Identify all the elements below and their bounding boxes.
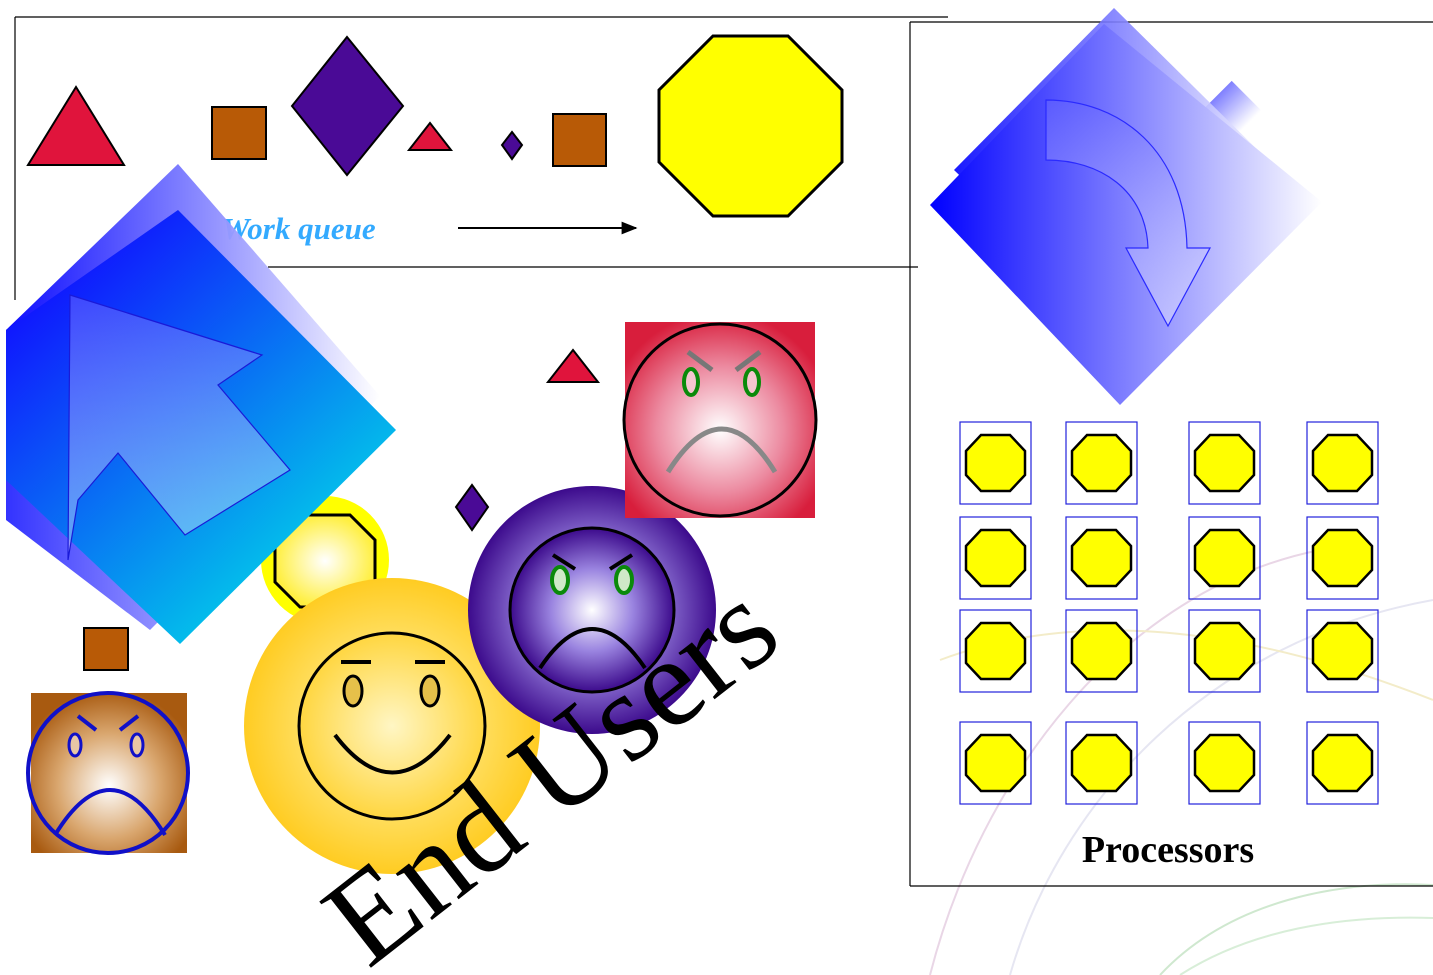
processor	[959, 721, 1032, 805]
angry-red-user-face	[622, 322, 818, 518]
processor	[1306, 421, 1379, 505]
angry-purple-user-face	[468, 486, 716, 734]
user-triangle	[545, 348, 601, 383]
up-arrow-icon	[67, 294, 291, 561]
angry-brown-user-face	[26, 691, 190, 855]
queue-diamond-large	[290, 35, 405, 177]
work-queue-items	[26, 34, 844, 218]
queue-octagon	[657, 34, 844, 218]
processor	[1188, 516, 1261, 600]
processor	[1188, 721, 1261, 805]
processor	[959, 516, 1032, 600]
processor	[959, 421, 1032, 505]
processor	[1188, 421, 1261, 505]
processors-label: Processors	[1082, 829, 1254, 871]
processor	[1306, 609, 1379, 693]
processor	[1065, 721, 1138, 805]
curved-arrow-icon	[1045, 99, 1212, 328]
processor	[1188, 609, 1261, 693]
queue-diamond-small	[500, 130, 524, 161]
user-square	[83, 627, 129, 671]
user-diamond	[454, 483, 490, 532]
processor	[1306, 721, 1379, 805]
processor	[959, 609, 1032, 693]
happy-user-face	[244, 578, 540, 874]
queue-square-2	[552, 113, 607, 167]
processor-grid	[959, 421, 1379, 805]
queue-triangle-large	[26, 85, 126, 166]
user-items	[83, 348, 601, 671]
processor	[1065, 516, 1138, 600]
dispatch-diamond	[930, 24, 1322, 405]
processor	[1306, 516, 1379, 600]
frame-lines	[14, 16, 1433, 887]
submit-arrow-group	[6, 164, 396, 644]
queue-triangle-small	[406, 121, 454, 151]
processor	[1065, 421, 1138, 505]
dispatch-arrow-group	[930, 8, 1322, 405]
work-queue-label: Work queue	[222, 211, 376, 246]
processor	[1065, 609, 1138, 693]
queue-square-1	[211, 106, 267, 160]
